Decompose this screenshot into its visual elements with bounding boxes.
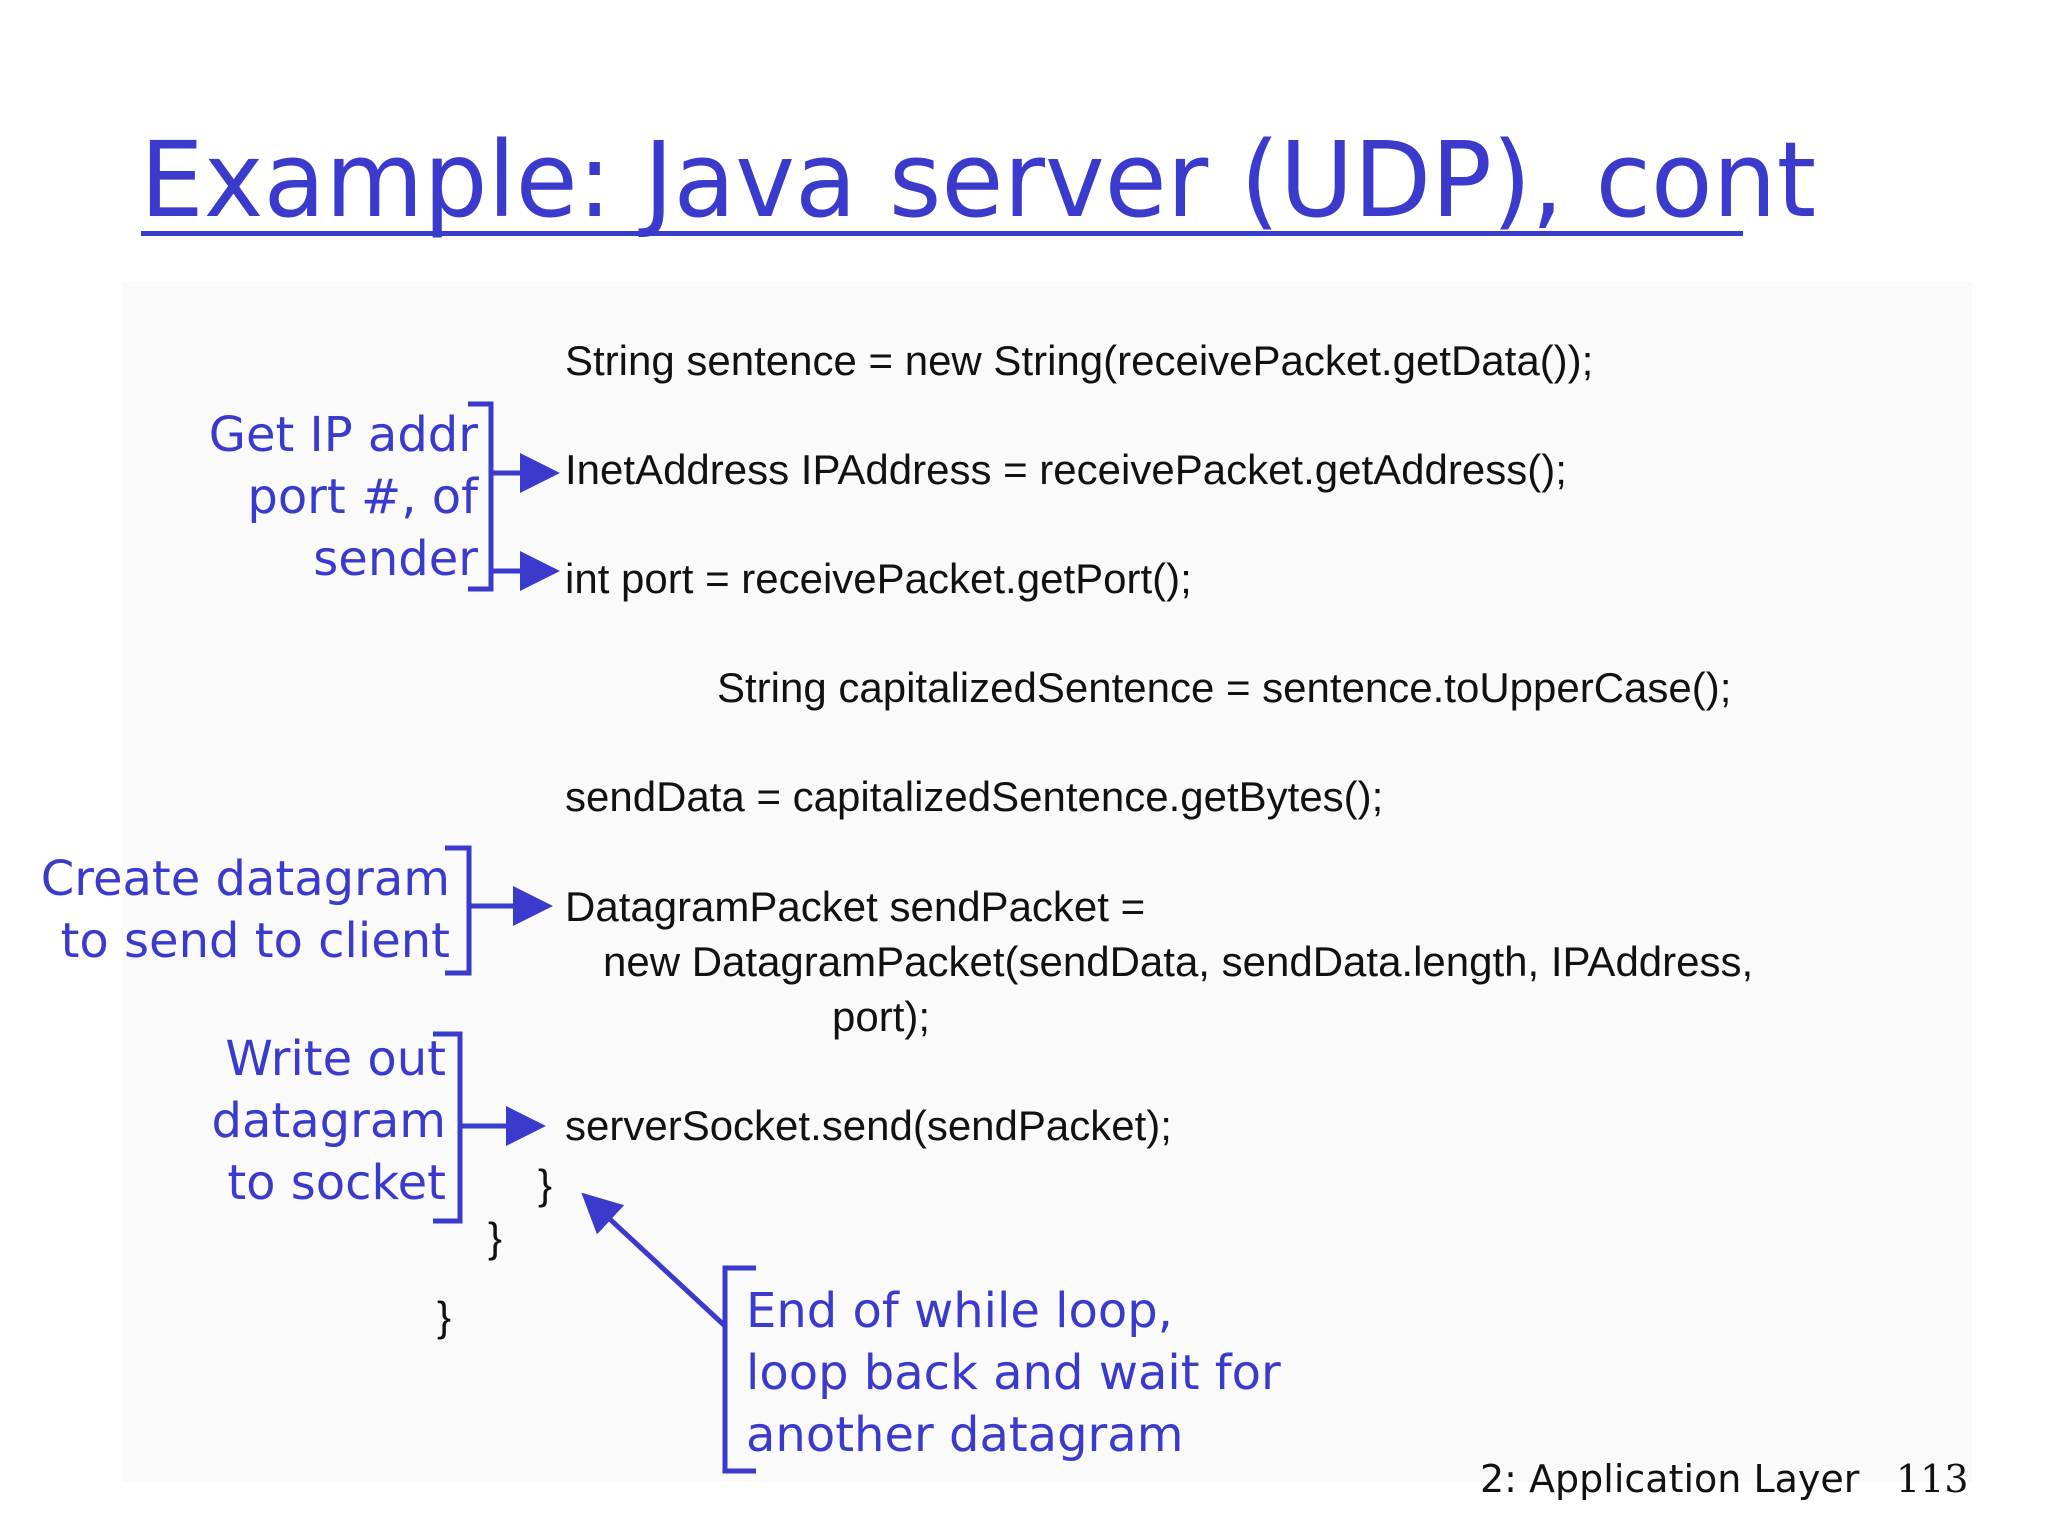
bracket-get-ip <box>468 401 494 592</box>
annotation-write-out-line-3: to socket <box>227 1155 446 1211</box>
page-number: 113 <box>1896 1457 1969 1501</box>
annotation-write-out: Write out datagram to socket <box>212 1028 447 1214</box>
title-underline <box>141 231 1743 236</box>
annotation-end-loop-line-1: End of while loop, <box>746 1283 1173 1339</box>
annotation-get-ip-line-2: port #, of <box>247 469 478 525</box>
closing-brace-class: } <box>437 1293 452 1340</box>
bracket-create-datagram <box>445 845 472 976</box>
closing-brace-while: } <box>538 1161 553 1208</box>
annotation-create-datagram-line-1: Create datagram <box>40 851 450 907</box>
slide-title: Example: Java server (UDP), cont <box>140 119 1817 241</box>
annotation-end-loop-line-2: loop back and wait for <box>746 1345 1281 1401</box>
annotation-get-ip-line-1: Get IP addr <box>208 407 478 463</box>
code-line-ipaddress: InetAddress IPAddress = receivePacket.ge… <box>565 446 1567 493</box>
code-line-sendpacket-new: new DatagramPacket(sendData, sendData.le… <box>603 938 1754 985</box>
chapter-label: 2: Application Layer <box>1480 1457 1860 1501</box>
annotation-create-datagram-line-2: to send to client <box>60 913 450 969</box>
arrow-to-closing-brace <box>581 1192 727 1328</box>
code-line-capitalized: String capitalizedSentence = sentence.to… <box>717 664 1732 711</box>
annotation-end-loop-line-3: another datagram <box>746 1407 1184 1463</box>
bracket-end-loop <box>722 1265 756 1474</box>
annotation-write-out-line-2: datagram <box>211 1093 447 1149</box>
annotation-get-ip-line-3: sender <box>313 531 478 587</box>
annotation-create-datagram: Create datagram to send to client <box>41 848 450 972</box>
annotation-get-ip: Get IP addr port #, of sender <box>209 404 478 590</box>
annotation-write-out-line-1: Write out <box>225 1031 446 1087</box>
code-line-senddata: sendData = capitalizedSentence.getBytes(… <box>565 773 1384 820</box>
code-line-sendpacket-decl: DatagramPacket sendPacket = <box>565 883 1146 930</box>
closing-brace-method: } <box>488 1214 503 1261</box>
code-background <box>122 282 1972 1482</box>
code-line-sendpacket-port: port); <box>832 993 931 1040</box>
bracket-write-out <box>433 1031 463 1224</box>
code-line-sentence: String sentence = new String(receivePack… <box>565 337 1594 384</box>
code-line-send: serverSocket.send(sendPacket); <box>565 1102 1172 1149</box>
annotation-end-loop: End of while loop, loop back and wait fo… <box>746 1280 1281 1466</box>
code-line-port: int port = receivePacket.getPort(); <box>565 555 1192 602</box>
